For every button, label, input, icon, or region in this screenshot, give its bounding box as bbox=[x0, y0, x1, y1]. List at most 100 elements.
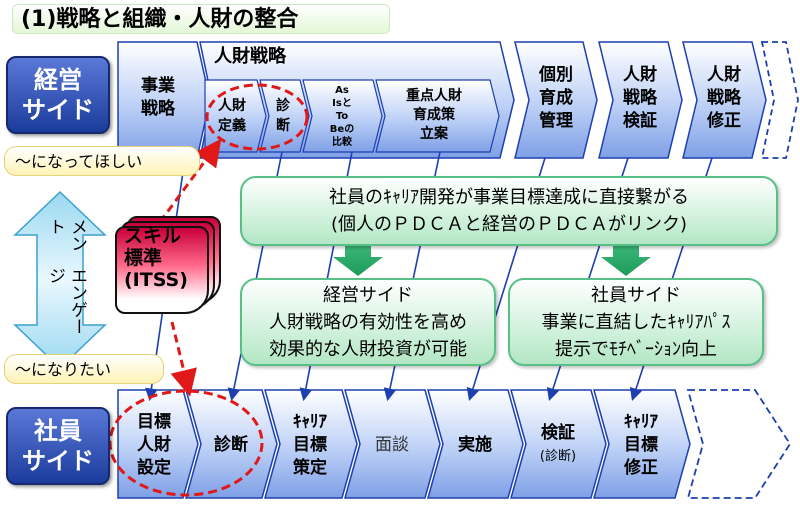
management-side-label: 経営 サイド bbox=[6, 56, 110, 134]
bottom-step-interview bbox=[344, 389, 441, 499]
skill-standard-text: スキル 標準 (ITSS) bbox=[124, 225, 214, 291]
step-line: 定義 bbox=[218, 118, 246, 134]
top-sub-asis-tobe bbox=[302, 79, 383, 153]
step-line: 戦略 bbox=[623, 87, 657, 108]
bottom-step-verify bbox=[510, 389, 607, 499]
step-line: 人財 bbox=[218, 98, 246, 114]
bottom-step-continuation bbox=[686, 389, 792, 499]
engagement-label: エンゲージ メント bbox=[32, 218, 88, 348]
top-step-hr-verify bbox=[598, 41, 683, 159]
bottom-step-execution-text: 実施 bbox=[439, 404, 511, 486]
step-line: 診 bbox=[276, 98, 290, 114]
top-hr-strategy-label: 人財戦略 bbox=[214, 46, 286, 67]
step-line: Isと bbox=[332, 97, 352, 109]
employee-side-box: 社員サイド 事業に直結したｷｬﾘｱﾊﾟｽ 提示でﾓﾁﾍﾞｰｼｮﾝ向上 bbox=[508, 278, 764, 366]
top-sub-diagnosis-text: 診 断 bbox=[262, 86, 304, 146]
skill-line1: スキル bbox=[124, 225, 182, 247]
step-line: As bbox=[335, 84, 349, 96]
step-line: ｷｬﾘｱ bbox=[293, 411, 327, 432]
red-dashed-arrow-top bbox=[158, 138, 222, 223]
employee-side-line2: サイド bbox=[22, 447, 94, 475]
step-line: 管理 bbox=[539, 110, 573, 131]
top-sub-diagnosis bbox=[259, 79, 310, 153]
top-chevrons bbox=[117, 41, 799, 159]
step-line: 目標 bbox=[293, 434, 327, 455]
bottom-step-diagnosis bbox=[185, 389, 278, 499]
step-line: To bbox=[335, 110, 349, 122]
top-step-hr-verify-text: 人財 戦略 検証 bbox=[606, 56, 674, 140]
bottom-step-career-goal bbox=[264, 389, 358, 499]
top-step-continuation bbox=[760, 41, 799, 159]
top-step-business-strategy bbox=[117, 41, 211, 159]
bottom-step-verify-text: 検証 (診断) bbox=[522, 404, 594, 486]
employee-side-line1: 社員 bbox=[34, 417, 82, 445]
step-line: 育成策 bbox=[413, 106, 455, 123]
step-line: 目標 bbox=[137, 411, 171, 432]
employee-box-line3: 提示でﾓﾁﾍﾞｰｼｮﾝ向上 bbox=[555, 338, 717, 360]
top-step-hr-revise bbox=[682, 41, 767, 159]
top-sub-priority-plan-text: 重点人財 育成策 立案 bbox=[384, 82, 484, 148]
red-dashed-ellipse-top bbox=[205, 83, 309, 151]
engagement-col2: メント bbox=[45, 218, 87, 252]
pill-want-to-become-top: ～になってほしい bbox=[4, 146, 200, 176]
pill-want-to-become-bottom: ～になりたい bbox=[4, 354, 164, 384]
step-line: 設定 bbox=[137, 457, 171, 478]
bottom-step-career-revise bbox=[593, 389, 691, 499]
employee-side-label: 社員 サイド bbox=[6, 407, 110, 485]
step-line: 人財 bbox=[137, 434, 171, 455]
bottom-step-diagnosis-text: 診断 bbox=[198, 404, 264, 486]
step-line: Beの bbox=[329, 123, 355, 135]
top-sub-priority-plan bbox=[375, 79, 500, 153]
management-box-line2: 人財戦略の有効性を高め bbox=[269, 311, 467, 333]
management-side-box: 経営サイド 人財戦略の有効性を高め 効果的な人財投資が可能 bbox=[240, 278, 496, 366]
step-line: ｷｬﾘｱ bbox=[624, 411, 658, 432]
step-line: 育成 bbox=[539, 87, 573, 108]
main-message-box: 社員のｷｬﾘｱ開発が事業目標達成に直接繋がる (個人のＰＤＣＡと経営のＰＤＣＡが… bbox=[240, 176, 778, 246]
main-message-line1: 社員のｷｬﾘｱ開発が事業目標達成に直接繋がる bbox=[329, 187, 689, 208]
step-line: 個別 bbox=[539, 64, 573, 85]
step-line: 人財 bbox=[707, 64, 741, 85]
step-line: 診断 bbox=[214, 434, 248, 455]
step-line: 戦略 bbox=[707, 87, 741, 108]
management-side-line1: 経営 bbox=[34, 66, 82, 94]
step-line: 検証 bbox=[623, 110, 657, 131]
top-step-business-strategy-text: 事業 戦略 bbox=[118, 62, 198, 134]
step-line: 実施 bbox=[458, 434, 492, 455]
top-sub-asis-tobe-text: As Isと To Beの 比較 bbox=[310, 82, 374, 150]
step-line: 断 bbox=[276, 118, 290, 134]
step-line: 戦略 bbox=[141, 99, 175, 119]
employee-box-line1: 社員サイド bbox=[591, 284, 681, 306]
step-line: 立案 bbox=[420, 125, 448, 142]
step-line: 面談 bbox=[375, 434, 409, 455]
step-line: 目標 bbox=[624, 434, 658, 455]
employee-box-line2: 事業に直結したｷｬﾘｱﾊﾟｽ bbox=[541, 311, 731, 333]
green-down-arrow-left bbox=[333, 244, 383, 276]
page-title: (1)戦略と組織・人財の整合 bbox=[12, 4, 390, 34]
bottom-step-execution bbox=[427, 389, 524, 499]
top-sub-hr-definition-text: 人財 定義 bbox=[205, 86, 259, 146]
skill-card-front bbox=[115, 226, 209, 314]
step-line: (診断) bbox=[539, 449, 577, 464]
step-line: 修正 bbox=[707, 110, 741, 131]
step-line: 重点人財 bbox=[406, 87, 462, 104]
step-line: 策定 bbox=[293, 457, 327, 478]
step-line: 人財 bbox=[623, 64, 657, 85]
red-dashed-arrow-bottom bbox=[170, 321, 197, 397]
management-box-line1: 経営サイド bbox=[323, 284, 413, 306]
green-down-arrow-right bbox=[601, 244, 651, 276]
red-dashed-ellipse-bottom bbox=[108, 389, 264, 497]
step-line: 事業 bbox=[141, 76, 175, 96]
step-line: 修正 bbox=[624, 457, 658, 478]
top-step-individual-dev bbox=[514, 41, 598, 159]
bottom-step-career-revise-text: ｷｬﾘｱ 目標 修正 bbox=[605, 404, 677, 486]
skill-standard-stack: スキル 標準 (ITSS) bbox=[115, 216, 221, 320]
step-line: 比較 bbox=[332, 136, 352, 148]
bottom-step-career-goal-text: ｷｬﾘｱ 目標 策定 bbox=[276, 404, 344, 486]
skill-line3: (ITSS) bbox=[124, 269, 188, 291]
step-line: 検証 bbox=[541, 423, 575, 443]
top-step-hr-revise-text: 人財 戦略 修正 bbox=[690, 56, 758, 140]
bottom-step-target-hr-text: 目標 人財 設定 bbox=[120, 404, 188, 486]
management-side-line2: サイド bbox=[22, 96, 94, 124]
bottom-chevrons bbox=[117, 389, 792, 499]
